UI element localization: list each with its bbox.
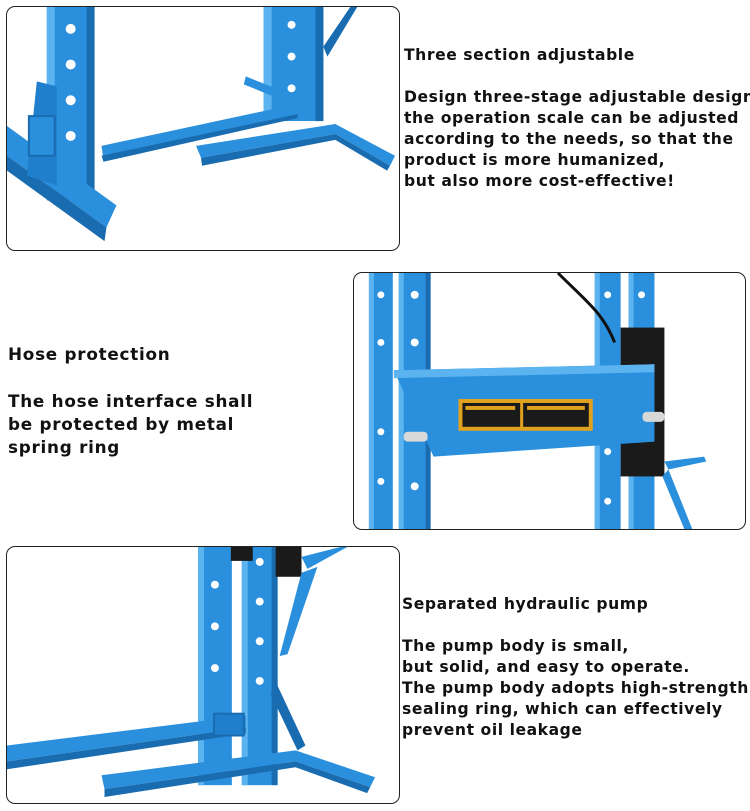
section-line: spring ring [8,437,121,457]
section-line: Design three-stage adjustable design, [404,88,750,106]
section-line: but solid, and easy to operate. [402,658,690,676]
section-line: The pump body is small, [402,637,629,655]
section-hose-protection: Hose protection The hose interface shall… [8,343,253,459]
section-heading: Hose protection [8,344,171,364]
press-pump-illustration [7,547,376,798]
photo-hose-protection [353,272,746,530]
section-line: but also more cost-effective! [404,172,675,190]
section-line: The pump body adopts high-strength [402,679,749,697]
section-heading: Separated hydraulic pump [402,595,649,613]
section-line: according to the needs, so that the [404,130,734,148]
press-base-illustration [7,7,396,242]
section-line: product is more humanized, [404,151,666,169]
section-separated-hydraulic-pump: Separated hydraulic pump The pump body i… [402,594,749,741]
section-three-section-adjustable: Three section adjustable Design three-st… [404,45,750,192]
section-heading: Three section adjustable [404,46,635,64]
photo-hydraulic-pump [6,546,400,804]
section-line: sealing ring, which can effectively [402,700,723,718]
section-line: prevent oil leakage [402,721,583,739]
section-line: be protected by metal [8,414,235,434]
section-line: the operation scale can be adjusted [404,109,739,127]
photo-base-adjustable [6,6,400,251]
press-crossbeam-illustration [368,273,707,529]
section-line: The hose interface shall [8,391,254,411]
